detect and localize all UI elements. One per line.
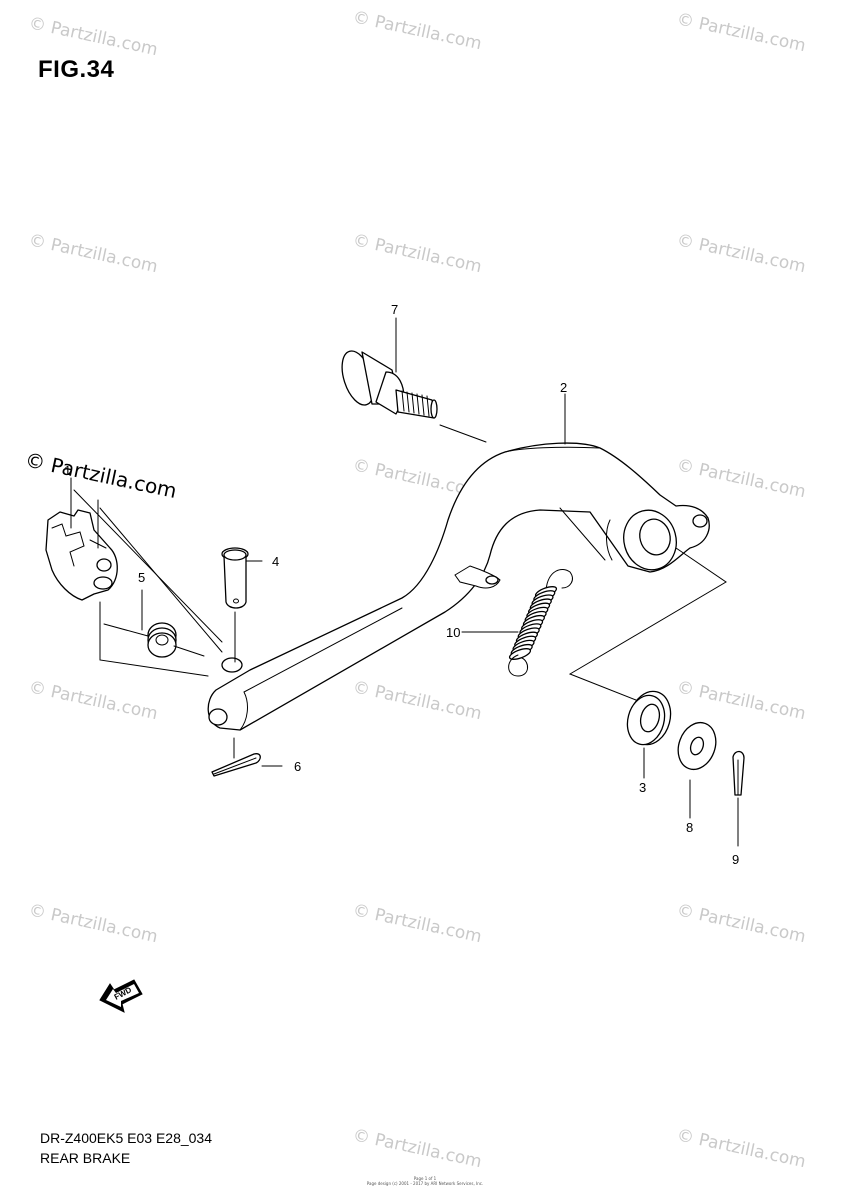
cotter-pin-part-9: [732, 750, 745, 796]
callout-9: 9: [732, 852, 739, 867]
return-spring-part: [508, 568, 573, 677]
watermark: © Partzilla.com: [675, 1125, 807, 1172]
callouts: 1 2 3 4 5 6 7 8 9 10: [64, 302, 739, 867]
watermark: © Partzilla.com: [351, 7, 483, 54]
watermark: © Partzilla.com: [351, 230, 483, 277]
watermark: © Partzilla.com: [27, 677, 159, 724]
oil-seal-part: [626, 690, 672, 746]
watermark: © Partzilla.com: [675, 230, 807, 277]
brake-pedal-part: [207, 442, 710, 731]
fine-print-page: Page 1 of 1: [413, 1176, 437, 1181]
callout-6: 6: [294, 759, 301, 774]
watermark: © Partzilla.com: [27, 900, 159, 947]
figure-title: FIG.34: [38, 56, 115, 83]
watermark: © Partzilla.com: [675, 455, 807, 502]
callout-10: 10: [446, 625, 460, 640]
fine-print-copyright: Page design (c) 2001 - 2017 by ARI Netwo…: [366, 1181, 484, 1186]
callout-3: 3: [639, 780, 646, 795]
watermark: © Partzilla.com: [351, 1125, 483, 1172]
watermark: © Partzilla.com: [675, 9, 807, 56]
model-code: DR-Z400EK5 E03 E28_034: [40, 1130, 212, 1146]
switch-cam-part: [45, 509, 118, 601]
watermark: © Partzilla.com: [675, 900, 807, 947]
watermark: © Partzilla.com: [675, 677, 807, 724]
callout-5: 5: [138, 570, 145, 585]
watermark: © Partzilla.com: [351, 677, 483, 724]
section-name: REAR BRAKE: [40, 1150, 131, 1166]
cotter-pin-part: [211, 753, 261, 777]
watermark: © Partzilla.com: [351, 900, 483, 947]
watermark: © Partzilla.com: [27, 230, 159, 277]
washer-part: [677, 721, 717, 771]
pivot-bolt-part: [341, 350, 438, 419]
watermark-dark: © Partzilla.com: [23, 447, 179, 503]
callout-2: 2: [560, 380, 567, 395]
torsion-spring-part: [103, 622, 205, 658]
leader-lines: [70, 317, 739, 847]
watermark: © Partzilla.com: [27, 13, 159, 60]
callout-4: 4: [272, 554, 279, 569]
callout-7: 7: [391, 302, 398, 317]
fine-print: Page 1 of 1 Page design (c) 2001 - 2017 …: [360, 1176, 490, 1186]
callout-8: 8: [686, 820, 693, 835]
pin-part: [221, 547, 249, 609]
callout-1: 1: [64, 463, 71, 478]
fwd-arrow-icon: FWD: [99, 979, 143, 1013]
